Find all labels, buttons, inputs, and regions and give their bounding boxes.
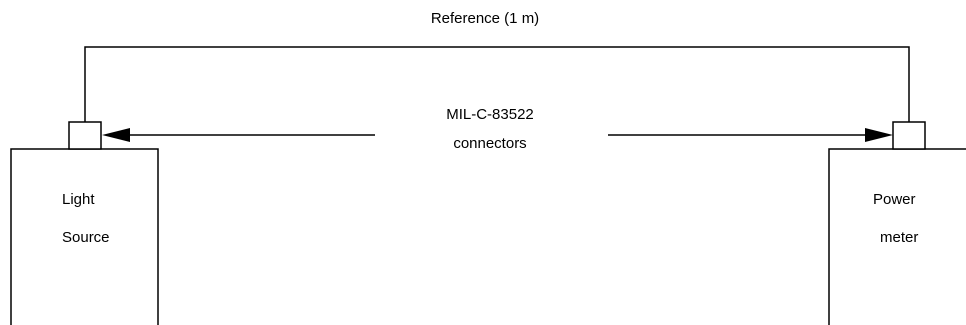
reference-label: Reference (1 m) [430,10,540,27]
right-arrowhead [865,128,893,142]
reference-cable [84,46,910,122]
left-arrowhead [102,128,130,142]
power-meter-label-line2: meter [880,229,919,246]
connectors-label-line1: MIL-C-83522 [446,106,534,123]
right-connector [892,121,926,150]
connectors-label-line2: connectors [453,135,527,152]
light-source-label-line2: Source [62,229,110,246]
power-meter-label-line1: Power [873,191,916,208]
left-connector [68,121,102,150]
light-source-label-line1: Light [62,191,95,208]
